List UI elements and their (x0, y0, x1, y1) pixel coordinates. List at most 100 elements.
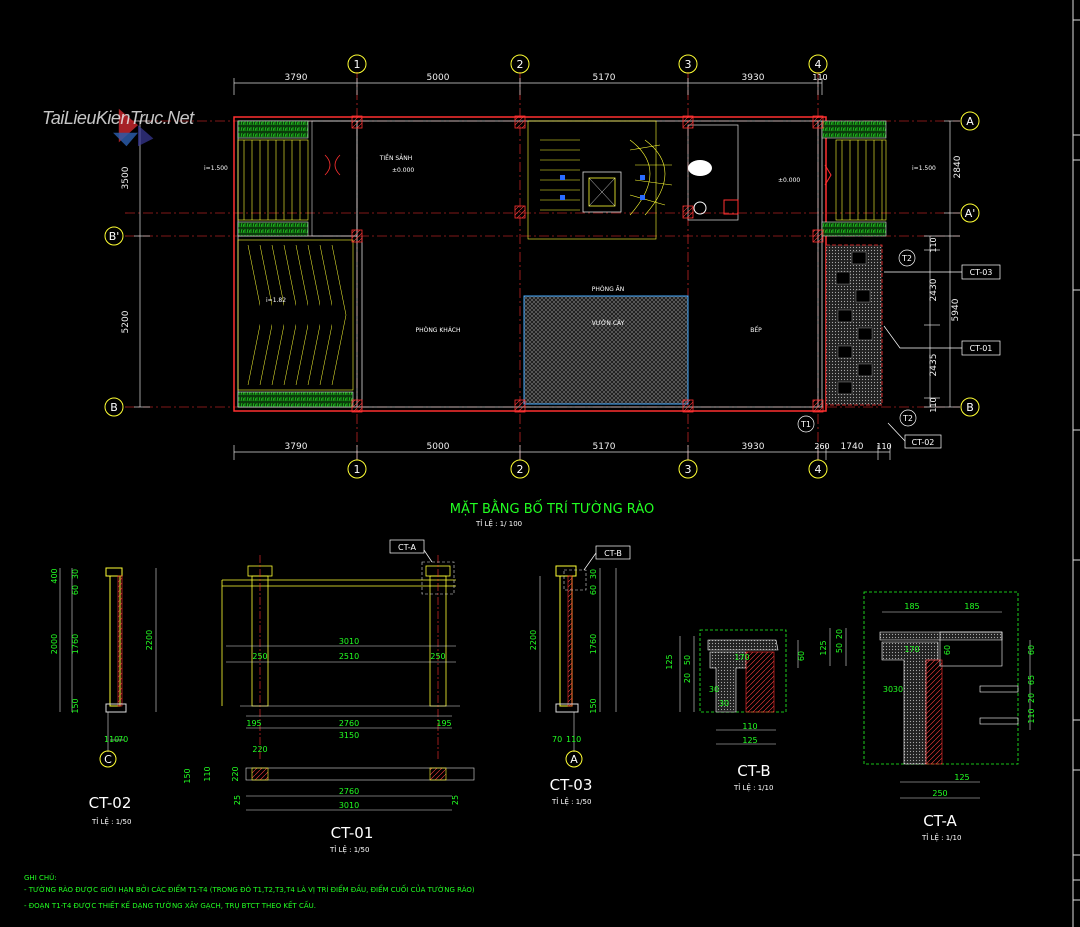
left-dimension-line (134, 120, 150, 408)
top-dim-3: 5170 (593, 73, 616, 83)
slope-3: i=1.82 (266, 297, 286, 304)
ct01-dim-110: 110 (203, 766, 212, 781)
grid-col-4-top: 4 (815, 58, 822, 71)
watermark-text: TaiLieuKienTruc.Net (42, 108, 194, 128)
ct02-dim-60: 60 (71, 585, 80, 595)
room-tien-sanh: TIỀN SẢNH (379, 154, 413, 162)
ct03-dim-1760: 1760 (589, 634, 598, 654)
ctb-dim-20: 20 (683, 673, 692, 683)
ct01-dim-195-b: 195 (436, 719, 451, 728)
cta-scale: TỈ LỆ : 1/10 (921, 833, 961, 842)
ct02-axis: C (104, 753, 112, 766)
ct01-dim-220: 220 (252, 745, 267, 754)
room-phong-an: PHÒNG ĂN (592, 286, 625, 293)
plan-title: MẶT BẰNG BỐ TRÍ TƯỜNG RÀO (450, 500, 654, 517)
left-ramp (237, 239, 354, 408)
notes-heading: GHI CHÚ: (24, 873, 57, 882)
ct02-scale: TỈ LỆ : 1/50 (91, 817, 131, 826)
callout-ct01: CT-01 (970, 344, 993, 353)
cta-dim-110-right: 110 (1027, 708, 1036, 723)
cta-dim-20-right: 20 (1027, 693, 1036, 703)
ct03-callout: CT-B (604, 549, 622, 558)
plan-columns (351, 115, 824, 413)
ct01-dim-2760: 2760 (339, 719, 359, 728)
ct02-dim-400: 400 (50, 568, 59, 583)
ctb-dim-125: 125 (665, 654, 674, 669)
grid-row-a-prime-right: A' (965, 207, 976, 220)
bottom-dim-3: 5170 (593, 442, 616, 452)
ct01-dim-3010-bottom: 3010 (339, 801, 359, 810)
right-dim-2: 5940 (951, 298, 961, 321)
grid-col-4-bottom: 4 (815, 463, 822, 476)
grid-col-2-top: 2 (517, 58, 524, 71)
ct02-dim-2200: 2200 (145, 630, 154, 650)
ct03-dim-30: 30 (589, 569, 598, 579)
detail-ct02: 400 30 60 2000 1760 2200 150 110 70 C CT… (50, 567, 157, 826)
plan-callouts (797, 249, 1001, 449)
cta-dim-250: 250 (932, 789, 947, 798)
cta-dim-60: 60 (943, 645, 952, 655)
slope-1: i=1.500 (204, 165, 228, 172)
left-porch-top (237, 120, 358, 237)
ctb-dim-170: 170 (734, 653, 749, 662)
bottom-dim-2: 5000 (427, 442, 450, 452)
cta-dim-65: 65 (1027, 675, 1036, 685)
ct03-scale: TỈ LỆ : 1/50 (551, 797, 591, 806)
grid-row-a-right: A (966, 115, 974, 128)
detail-ct03: CT-B 30 60 2200 1760 150 70 110 A CT-03 … (529, 545, 631, 806)
cta-dim-30-b: 30 (893, 685, 903, 694)
ct01-dim-25-b: 25 (451, 795, 460, 805)
right-porch (821, 120, 887, 237)
right-dim-4: 2435 (929, 354, 939, 377)
grid-row-b-right: B (966, 401, 974, 414)
cta-dim-185-b: 185 (964, 602, 979, 611)
right-fence-strip (825, 244, 883, 406)
cta-dim-170: 170 (904, 645, 919, 654)
cta-dim-125: 125 (819, 640, 828, 655)
top-dimension-line (233, 78, 823, 95)
cta-dim-60-right: 60 (1027, 645, 1036, 655)
ct02-dim-1760: 1760 (71, 634, 80, 654)
ctb-dim-30-b: 30 (719, 699, 729, 708)
ctb-dim-50: 50 (683, 655, 692, 665)
ct02-dim-150: 150 (71, 698, 80, 713)
grid-col-3-bottom: 3 (685, 463, 692, 476)
bottom-dim-5: 260 (814, 442, 829, 451)
cta-dim-185-a: 185 (904, 602, 919, 611)
central-staircase (527, 120, 673, 240)
ct03-bottom-70: 70 (552, 735, 562, 744)
grid-col-2-bottom: 2 (517, 463, 524, 476)
ctb-dim-30-a: 30 (709, 685, 719, 694)
ct01-scale: TỈ LỆ : 1/50 (329, 845, 369, 854)
ct01-dim-195-a: 195 (246, 719, 261, 728)
ct02-bottom-70: 70 (118, 735, 128, 744)
level-2: ±0.000 (778, 177, 800, 184)
ct01-dim-250-b: 250 (430, 652, 445, 661)
ctb-dim-110: 110 (742, 722, 757, 731)
ct02-title: CT-02 (89, 794, 132, 812)
notes-line-2: - ĐOẠN T1-T4 ĐƯỢC THIẾT KẾ DẠNG TƯỜNG XÂ… (24, 900, 316, 910)
ct02-dim-30: 30 (71, 569, 80, 579)
room-vuon-cay: VƯỜN CÂY (592, 320, 625, 327)
level-1: ±0.000 (392, 167, 414, 174)
left-dim-1: 3500 (121, 166, 131, 189)
ct01-dim-2760-bottom: 2760 (339, 787, 359, 796)
ct03-title: CT-03 (550, 776, 593, 794)
grid-row-b-left: B (110, 401, 118, 414)
ct03-dim-60: 60 (589, 585, 598, 595)
bottom-dim-4: 3930 (742, 442, 765, 452)
left-dim-2: 5200 (121, 310, 131, 333)
ct01-title: CT-01 (331, 824, 374, 842)
grid-col-1-bottom: 1 (354, 463, 361, 476)
bottom-dim-1: 3790 (285, 442, 308, 452)
title-block-frame (1072, 0, 1080, 927)
cta-dim-125-bottom: 125 (954, 773, 969, 782)
detail-ctb: 125 50 20 170 60 30 30 110 125 CT-B TỈ L… (665, 629, 806, 792)
ct01-dim-25-a: 25 (233, 795, 242, 805)
room-phong-khach: PHÒNG KHÁCH (415, 327, 460, 334)
top-dim-1: 3790 (285, 73, 308, 83)
room-bep: BẾP (750, 326, 762, 334)
point-t2-bottom: T2 (902, 414, 913, 423)
ct02-bottom-110: 110 (104, 735, 119, 744)
